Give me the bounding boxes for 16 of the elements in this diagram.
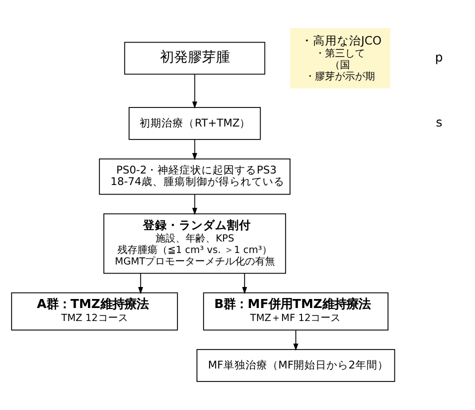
arrow bbox=[293, 330, 298, 351]
arrow bbox=[242, 273, 248, 294]
label: p bbox=[435, 50, 443, 65]
arrow bbox=[192, 138, 198, 160]
arrow bbox=[192, 194, 198, 216]
node-box: ・高用な治JCO ・第三して （国 ・膠芽が示が期 bbox=[290, 28, 390, 88]
node-box: 初期治療（RT+TMZ） bbox=[128, 107, 261, 140]
node-box: PS0-2・神経症状に起因するPS3 18-74歳、腫瘍制御が得られている bbox=[98, 158, 290, 195]
arrow bbox=[192, 74, 198, 109]
node-box: A群：TMZ維持療法 TMZ 12コース bbox=[11, 292, 178, 330]
node-box: MF単独治療（MF開始日から2年間） bbox=[196, 349, 396, 382]
node-box: 初発膠芽腫 bbox=[124, 42, 266, 75]
label: s bbox=[436, 114, 442, 130]
node-box: B群：MF併用TMZ維持療法 TMZ＋MF 12コース bbox=[203, 292, 388, 330]
node-box: 登録・ランダム割付 施設、年齢、KPS 残存腫瘍（≦1 cm³ vs. ＞1 cm³） MGMTプロモーターメチル化の有無 bbox=[103, 213, 286, 274]
arrow bbox=[138, 273, 144, 294]
